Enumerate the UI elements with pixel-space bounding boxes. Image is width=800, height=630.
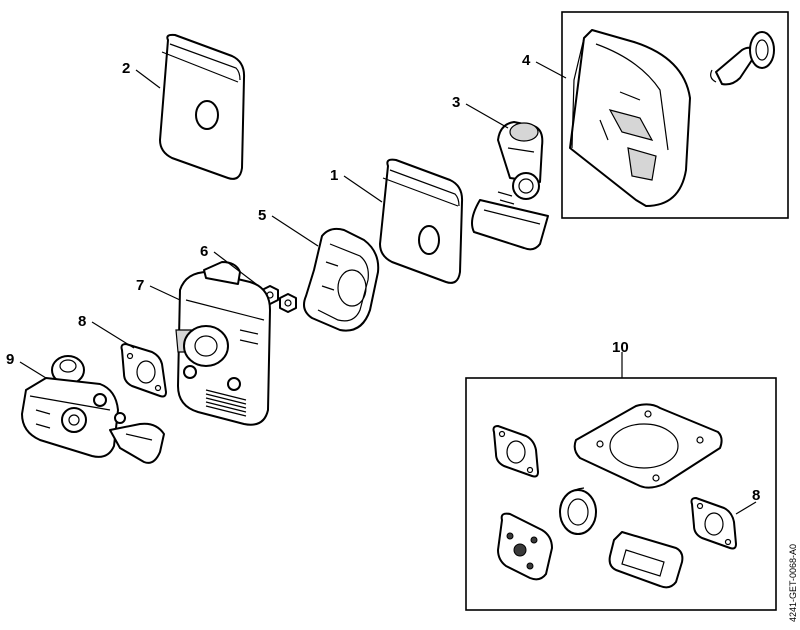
leader-1	[343, 175, 383, 203]
callout-6: 6	[200, 243, 208, 260]
part-10-box	[465, 377, 777, 611]
leader-8b	[735, 501, 757, 515]
callout-3: 3	[452, 94, 460, 111]
leader-lines	[19, 61, 757, 515]
set-diaphragm-gasket	[497, 512, 553, 581]
part-4-knob	[710, 31, 775, 86]
leader-4	[535, 61, 567, 79]
leader-5	[271, 215, 319, 247]
leader-7	[149, 285, 181, 301]
leader-2	[135, 69, 161, 89]
callout-5: 5	[258, 207, 266, 224]
callout-8b: 8	[752, 487, 760, 504]
set-small-gasket-right	[690, 497, 737, 550]
part-2-prefilter	[159, 33, 246, 180]
callout-8: 8	[78, 313, 86, 330]
callout-4: 4	[522, 52, 531, 69]
document-id: 4241-GET-0068-A0	[788, 544, 798, 622]
part-7-filter-housing	[175, 261, 271, 426]
part-8-gasket-left	[120, 343, 167, 398]
leader-3	[465, 103, 509, 129]
callouts: 2 1 3 4 5 6 7 8 9 10 8	[6, 52, 760, 504]
set-muffler-gasket	[608, 531, 684, 589]
callout-9: 9	[6, 351, 14, 368]
set-small-gasket-top	[492, 425, 539, 478]
leader-8	[91, 321, 135, 349]
part-5-filter-base	[303, 227, 380, 332]
callout-2: 2	[122, 60, 130, 77]
part-3-intake-shutter	[471, 121, 549, 251]
set-cylinder-gasket	[573, 403, 723, 489]
part-4-box	[561, 11, 789, 219]
callout-1: 1	[330, 167, 338, 184]
part-10-gasket-set	[492, 403, 737, 589]
set-shaft-seal	[559, 487, 597, 535]
housing-vent-grille	[205, 389, 247, 417]
part-1-air-filter	[379, 158, 464, 284]
leader-6	[213, 251, 265, 291]
leader-9	[19, 361, 47, 379]
part-4-filter-cover	[569, 29, 691, 207]
callout-10: 10	[612, 339, 629, 356]
callout-7: 7	[136, 277, 144, 294]
part-9-carburetor	[21, 355, 165, 464]
